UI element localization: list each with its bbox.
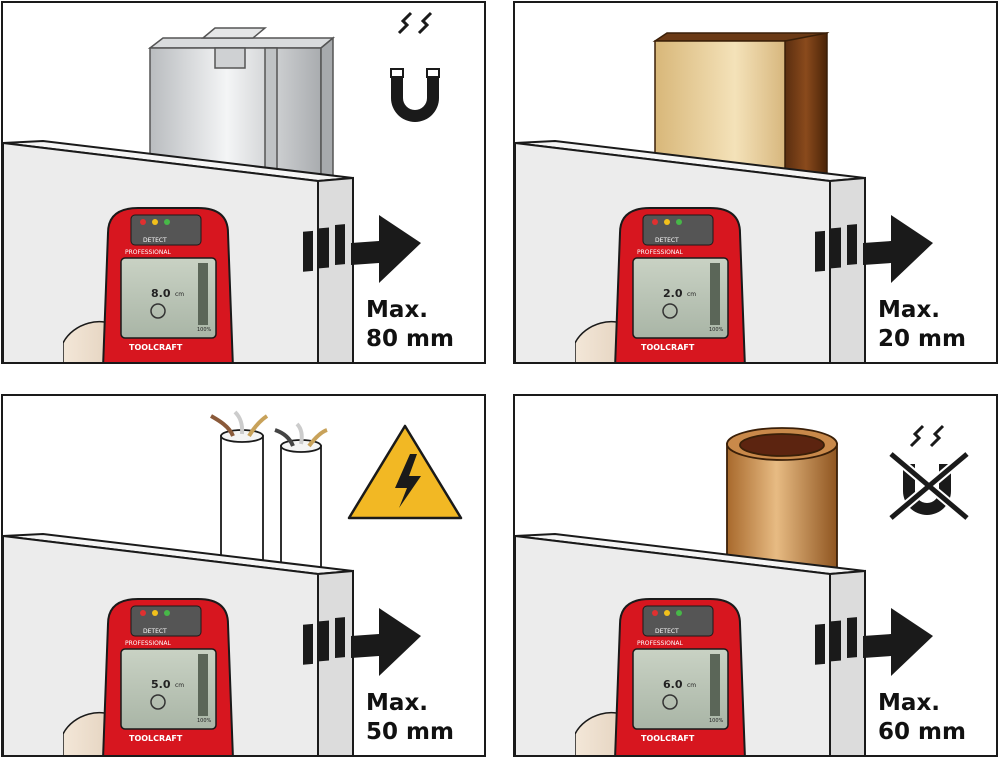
brand-label: TOOLCRAFT	[129, 343, 183, 352]
max-label: Max.	[366, 297, 429, 323]
max-depth-label: Max. 50 mm	[366, 689, 454, 747]
battery-pct: 100%	[197, 327, 212, 333]
signal-bar	[710, 263, 720, 325]
panel-wood: DETECT PROFESSIONAL 2.0 cm 100% TOOLCRAF…	[513, 1, 998, 364]
stud-detector-device: DETECT PROFESSIONAL 8.0 cm 100% TOOLCRAF…	[63, 203, 253, 362]
display-value: 8.0	[151, 287, 171, 300]
max-label: Max.	[366, 690, 429, 716]
display-unit: cm	[175, 291, 185, 298]
stud-detector-device: DETECT PROFESSIONAL 5.0 cm 100% TOOLCRAF…	[63, 594, 253, 755]
display-unit: cm	[687, 291, 697, 298]
max-value: 50 mm	[366, 719, 454, 745]
signal-bar	[710, 654, 720, 716]
display-value: 2.0	[663, 287, 683, 300]
lcd-screen	[120, 648, 217, 730]
model-label: PROFESSIONAL	[637, 249, 683, 256]
status-led-green	[164, 610, 170, 616]
lcd-screen	[120, 257, 217, 339]
status-led-yellow	[664, 610, 670, 616]
max-label: Max.	[878, 690, 941, 716]
max-value: 80 mm	[366, 326, 454, 352]
status-led-red	[652, 219, 658, 225]
arrow-right-icon	[303, 608, 421, 676]
stud-detector-device: DETECT PROFESSIONAL 2.0 cm 100% TOOLCRAF…	[575, 203, 765, 362]
status-led-red	[652, 610, 658, 616]
model-label: PROFESSIONAL	[125, 249, 171, 256]
status-led-green	[676, 610, 682, 616]
battery-pct: 100%	[709, 327, 724, 333]
target-icon	[150, 694, 166, 710]
signal-bar	[198, 263, 208, 325]
max-label: Max.	[878, 297, 941, 323]
status-led-yellow	[664, 219, 670, 225]
status-led-green	[164, 219, 170, 225]
magnet-icon	[390, 11, 440, 122]
lcd-screen	[632, 648, 729, 730]
scene-wood	[515, 32, 933, 362]
detect-label: DETECT	[655, 628, 679, 635]
detect-label: DETECT	[143, 237, 167, 244]
status-led-yellow	[152, 219, 158, 225]
max-value: 60 mm	[878, 719, 966, 745]
panel-copper-pipe: DETECT PROFESSIONAL 6.0 cm 100% TOOLCRAF…	[513, 394, 998, 757]
signal-bar	[198, 654, 208, 716]
max-depth-label: Max. 80 mm	[366, 296, 454, 354]
model-label: PROFESSIONAL	[637, 640, 683, 647]
panel-live-wire: DETECT PROFESSIONAL 5.0 cm 100% TOOLCRAF…	[1, 394, 486, 757]
max-value: 20 mm	[878, 326, 966, 352]
detect-panel	[642, 605, 714, 637]
brand-label: TOOLCRAFT	[641, 343, 695, 352]
stud-detector-device: DETECT PROFESSIONAL 6.0 cm 100% TOOLCRAF…	[575, 594, 765, 755]
display-unit: cm	[175, 682, 185, 689]
detect-panel	[130, 214, 202, 246]
status-led-red	[140, 219, 146, 225]
battery-pct: 100%	[709, 718, 724, 724]
battery-pct: 100%	[197, 718, 212, 724]
arrow-right-icon	[815, 608, 933, 676]
detect-panel	[642, 214, 714, 246]
lcd-screen	[632, 257, 729, 339]
brand-label: TOOLCRAFT	[641, 734, 695, 743]
arrow-right-icon	[303, 215, 421, 283]
brand-label: TOOLCRAFT	[129, 734, 183, 743]
arrow-right-icon	[815, 215, 933, 283]
no-magnet-icon	[888, 424, 970, 522]
high-voltage-warning-icon	[347, 424, 463, 520]
scene-copper-pipe	[515, 424, 970, 755]
detect-panel	[130, 605, 202, 637]
status-led-yellow	[152, 610, 158, 616]
display-unit: cm	[687, 682, 697, 689]
status-led-green	[676, 219, 682, 225]
target-icon	[662, 303, 678, 319]
max-depth-label: Max. 60 mm	[878, 689, 966, 747]
max-depth-label: Max. 20 mm	[878, 296, 966, 354]
model-label: PROFESSIONAL	[125, 640, 171, 647]
detect-label: DETECT	[143, 628, 167, 635]
detect-label: DETECT	[655, 237, 679, 244]
target-icon	[662, 694, 678, 710]
panel-metal: DETECT PROFESSIONAL 8.0 cm 100% TOOLCRAF…	[1, 1, 486, 364]
target-icon	[150, 303, 166, 319]
display-value: 6.0	[663, 678, 683, 691]
display-value: 5.0	[151, 678, 171, 691]
status-led-red	[140, 610, 146, 616]
